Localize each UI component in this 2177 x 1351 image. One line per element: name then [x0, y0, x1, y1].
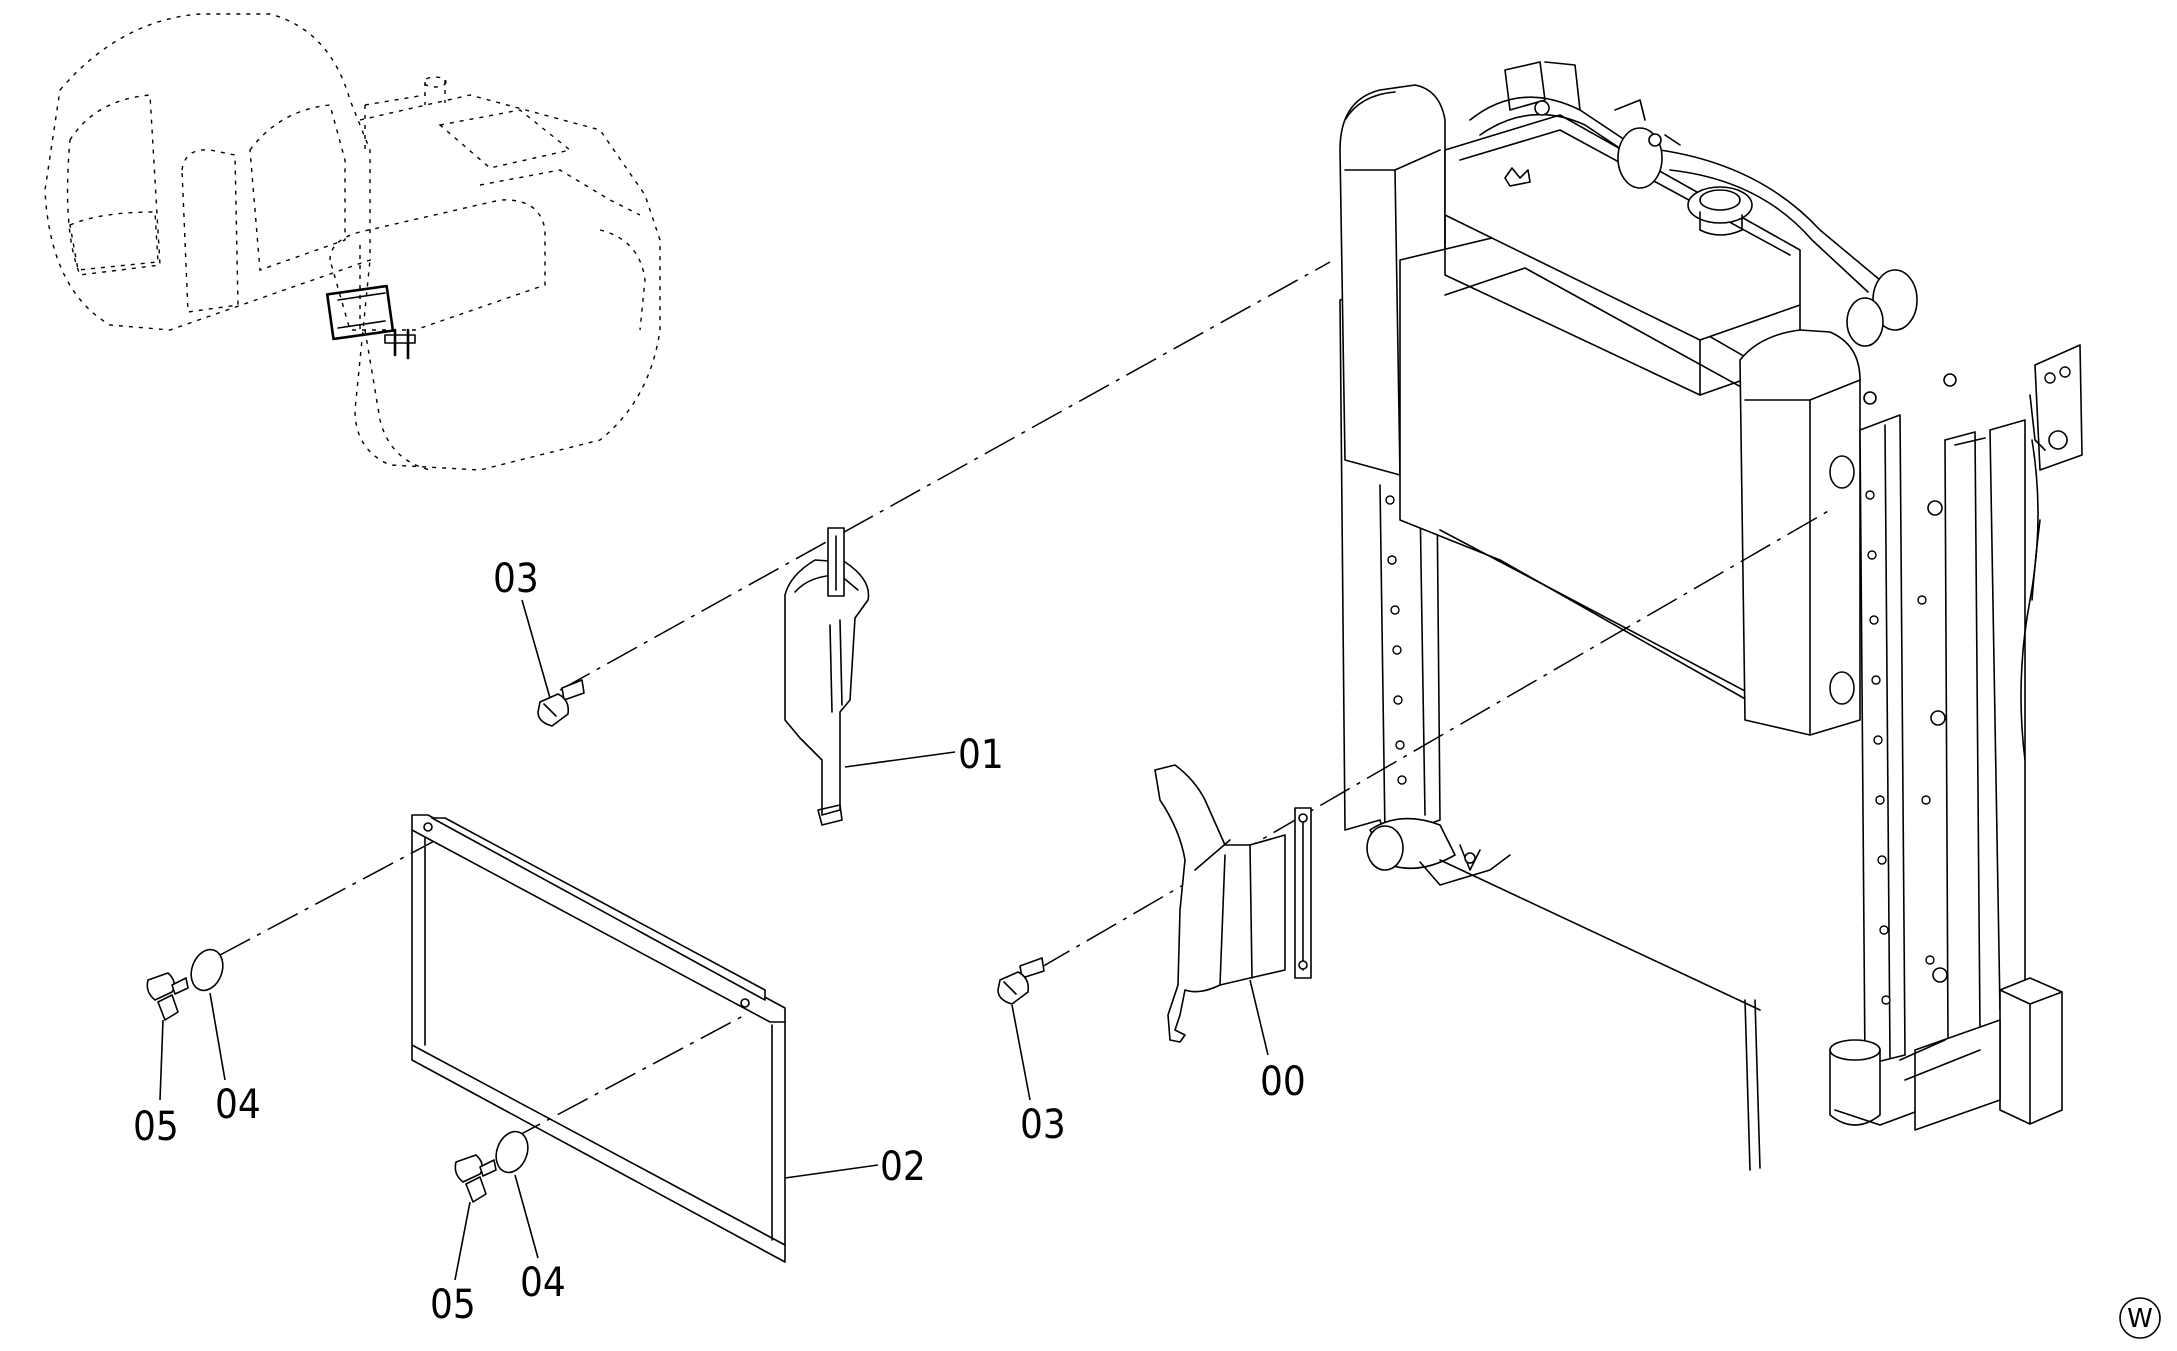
- part-03-bolt-upper: [537, 679, 585, 727]
- part-04-washer-right: [495, 1130, 529, 1174]
- leader-lines: [159, 599, 1269, 1281]
- part-05-wingnut-right: [454, 1154, 497, 1203]
- part-01-bracket: [784, 527, 870, 826]
- corner-mark: W: [2119, 1297, 2161, 1339]
- label-part-04-left: 04: [215, 1082, 261, 1128]
- label-part-01: 01: [958, 732, 1004, 778]
- part-05-wingnut-left: [146, 972, 189, 1021]
- label-part-04-right: 04: [520, 1260, 566, 1306]
- part-labels: 03 01 02 03 00 04 05 04 05: [133, 556, 1306, 1328]
- radiator-assembly: [1339, 61, 2083, 1171]
- part-00-bracket: [1154, 764, 1312, 1043]
- corner-mark-letter: W: [2127, 1304, 2153, 1334]
- part-03-bolt-lower: [997, 957, 1045, 1005]
- label-part-02: 02: [880, 1144, 926, 1190]
- label-part-05-left: 05: [133, 1104, 179, 1150]
- label-part-00: 00: [1260, 1059, 1306, 1105]
- part-04-washer-left: [190, 948, 224, 992]
- excavator-overview: [44, 13, 661, 471]
- label-part-03-lower: 03: [1020, 1102, 1066, 1148]
- label-part-03-upper: 03: [493, 556, 539, 602]
- part-02-screen: [411, 814, 786, 1263]
- label-part-05-right: 05: [430, 1282, 476, 1328]
